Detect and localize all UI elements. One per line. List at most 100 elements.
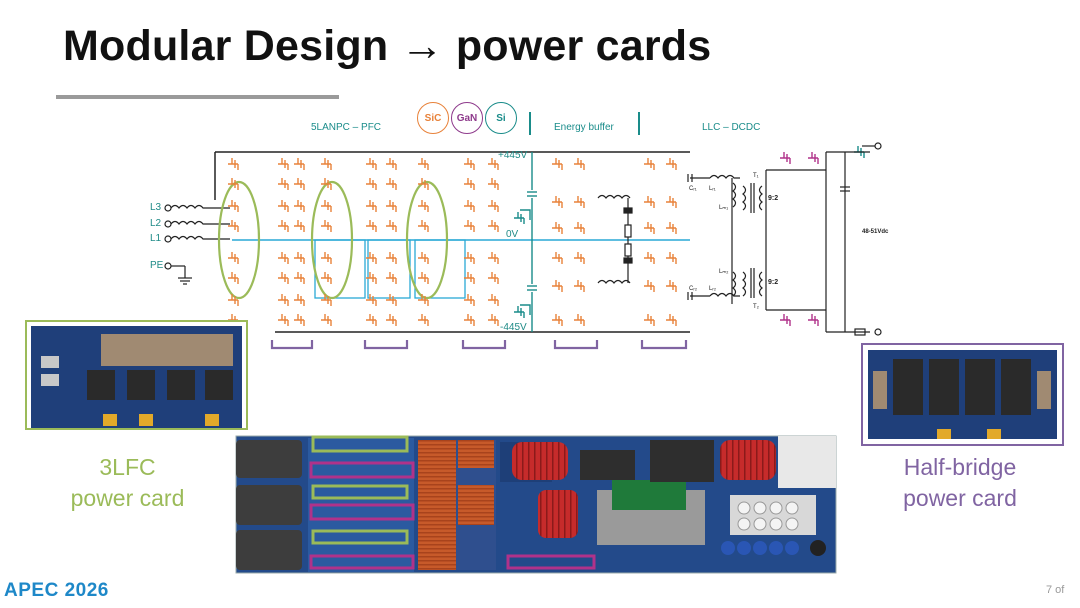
switch-symbol [552, 314, 563, 326]
switch-symbol [464, 314, 475, 326]
switch-symbol [574, 222, 585, 234]
dcdc-section-label: LLC – DCDC [702, 122, 761, 133]
switch-symbol [386, 220, 397, 232]
switch-symbol [488, 314, 499, 326]
hb-bracket [553, 340, 599, 350]
switch-symbol [574, 314, 585, 326]
switch-symbol [366, 220, 377, 232]
output-voltage-label: 48-51Vdc [862, 229, 889, 235]
cr1-label: Cᵣ₁ [689, 186, 697, 192]
hb-bracket [461, 340, 507, 350]
switch-symbol [366, 200, 377, 212]
switch-symbol [278, 314, 289, 326]
switch-symbol [808, 314, 819, 326]
switch-symbol [644, 280, 655, 292]
hb-bracket [270, 340, 314, 350]
switch-symbol [278, 272, 289, 284]
3lfc-highlight [217, 180, 261, 300]
switch-symbol [366, 314, 377, 326]
switch-symbol [294, 200, 305, 212]
switch-symbol [228, 200, 239, 212]
switch-symbol [278, 252, 289, 264]
switch-symbol [366, 272, 377, 284]
sic-badge: SiC [417, 102, 449, 134]
switch-symbol [488, 272, 499, 284]
switch-symbol [780, 314, 791, 326]
switch-symbol [488, 200, 499, 212]
switch-symbol [644, 314, 655, 326]
gan-badge: GaN [451, 102, 483, 134]
3lfc-caption: 3LFC power card [55, 452, 200, 514]
switch-symbol [514, 212, 525, 224]
switch-symbol [366, 252, 377, 264]
3lfc-caption-line1: 3LFC [99, 454, 156, 480]
switch-symbol [228, 220, 239, 232]
switch-symbol [418, 178, 429, 190]
switch-symbol [321, 158, 332, 170]
switch-symbol [294, 178, 305, 190]
hb-bracket [640, 340, 688, 350]
switch-symbol [321, 314, 332, 326]
switch-symbol [321, 220, 332, 232]
switch-symbol [464, 158, 475, 170]
lr2-label: Lᵣ₂ [709, 286, 717, 292]
switch-symbol [228, 252, 239, 264]
switch-symbol [294, 314, 305, 326]
switch-symbol [644, 222, 655, 234]
switch-symbol [666, 280, 677, 292]
switch-symbol [552, 196, 563, 208]
assembled-pcb-photo [235, 435, 837, 574]
switch-symbol [366, 294, 377, 306]
switch-symbol [552, 252, 563, 264]
switch-symbol [644, 196, 655, 208]
switch-symbol [574, 158, 585, 170]
switch-symbol [464, 200, 475, 212]
switch-symbol [228, 294, 239, 306]
switch-symbol [666, 314, 677, 326]
switch-symbol [552, 222, 563, 234]
input-label-l2: L2 [150, 218, 162, 229]
input-label-l3: L3 [150, 202, 162, 213]
switch-symbol [228, 158, 239, 170]
switch-symbol [488, 158, 499, 170]
switch-symbol [418, 314, 429, 326]
t2-label: T₂ [753, 304, 759, 310]
neg-voltage-label: -445V [500, 322, 527, 333]
3lfc-highlight [405, 180, 449, 300]
slide-title: Modular Design → power cards [63, 22, 712, 70]
switch-symbol [278, 220, 289, 232]
switch-symbol [666, 158, 677, 170]
switch-symbol [294, 272, 305, 284]
switch-symbol [294, 294, 305, 306]
switch-symbol [418, 158, 429, 170]
switch-symbol [464, 220, 475, 232]
switch-symbol [386, 294, 397, 306]
3lfc-card-photo [25, 320, 248, 430]
switch-symbol [294, 158, 305, 170]
switch-symbol [386, 272, 397, 284]
title-underline [56, 95, 339, 99]
switch-symbol [386, 158, 397, 170]
half-bridge-caption-line2: power card [903, 485, 1017, 511]
switch-symbol [418, 294, 429, 306]
half-bridge-caption: Half-bridge power card [880, 452, 1040, 514]
switch-symbol [666, 252, 677, 264]
lm2-label: Lₘ₂ [719, 269, 729, 275]
switch-symbol [464, 272, 475, 284]
switch-symbol [321, 272, 332, 284]
pfc-section-label: 5LANPC – PFC [311, 122, 382, 133]
apec-logo: APEC 2026 [4, 580, 109, 601]
switch-symbol [514, 306, 525, 318]
switch-symbol [418, 220, 429, 232]
lm1-label: Lₘ₁ [719, 205, 729, 211]
switch-symbol [321, 252, 332, 264]
switch-symbol [228, 178, 239, 190]
switch-symbol [386, 178, 397, 190]
switch-symbol [574, 196, 585, 208]
switch-symbol [294, 220, 305, 232]
switch-symbol [488, 178, 499, 190]
switch-symbol [321, 294, 332, 306]
half-bridge-card-photo [861, 343, 1064, 446]
lr1-label: Lᵣ₁ [709, 186, 716, 192]
